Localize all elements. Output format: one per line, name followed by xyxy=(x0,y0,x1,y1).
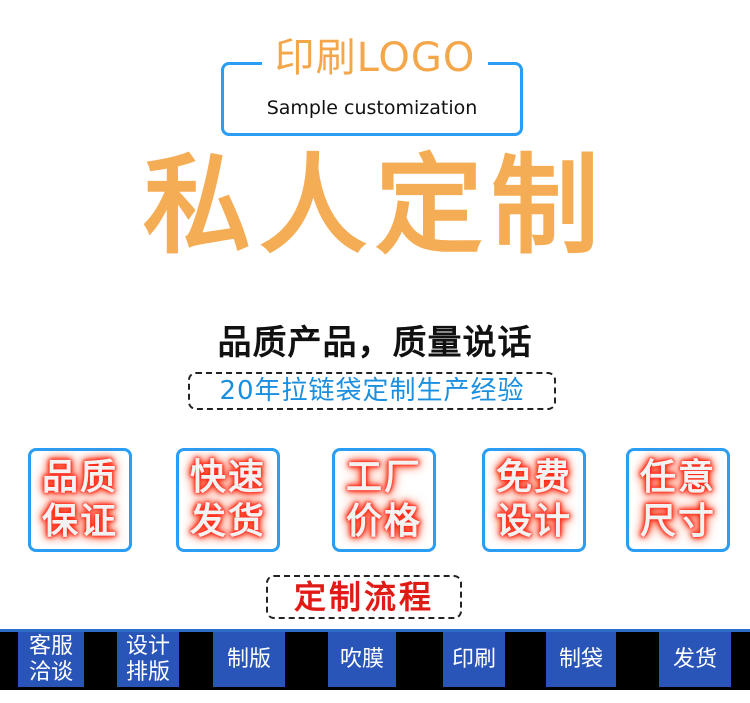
feature-label: 快速发货 xyxy=(189,457,266,542)
feature-label: 免费设计 xyxy=(495,457,572,542)
step-shipping: 发货 xyxy=(659,632,731,687)
feature-any-size: 任意尺寸 xyxy=(626,448,730,552)
step-design: 设计排版 xyxy=(117,632,179,687)
process-title: 定制流程 xyxy=(266,575,462,619)
feature-quality: 品质保证 xyxy=(28,448,132,552)
logo-subtitle: Sample customization xyxy=(266,97,478,119)
step-printing: 印刷 xyxy=(443,632,505,687)
feature-fast-shipping: 快速发货 xyxy=(176,448,280,552)
step-bag-making: 制袋 xyxy=(546,632,616,687)
feature-free-design: 免费设计 xyxy=(482,448,586,552)
process-bar-top-line xyxy=(0,629,750,632)
step-plate-making: 制版 xyxy=(213,632,285,687)
feature-label: 任意尺寸 xyxy=(639,457,716,542)
feature-factory-price: 工厂价格 xyxy=(332,448,436,552)
feature-label: 品质保证 xyxy=(41,457,118,542)
feature-label: 工厂价格 xyxy=(345,457,422,542)
experience-badge: 20年拉链袋定制生产经验 xyxy=(188,372,556,410)
slogan: 品质产品，质量说话 xyxy=(217,323,533,363)
step-consult: 客服洽谈 xyxy=(18,632,84,687)
step-film-blowing: 吹膜 xyxy=(328,632,396,687)
hero-title: 私人定制 xyxy=(142,144,607,269)
logo-title: 印刷LOGO xyxy=(262,34,488,82)
